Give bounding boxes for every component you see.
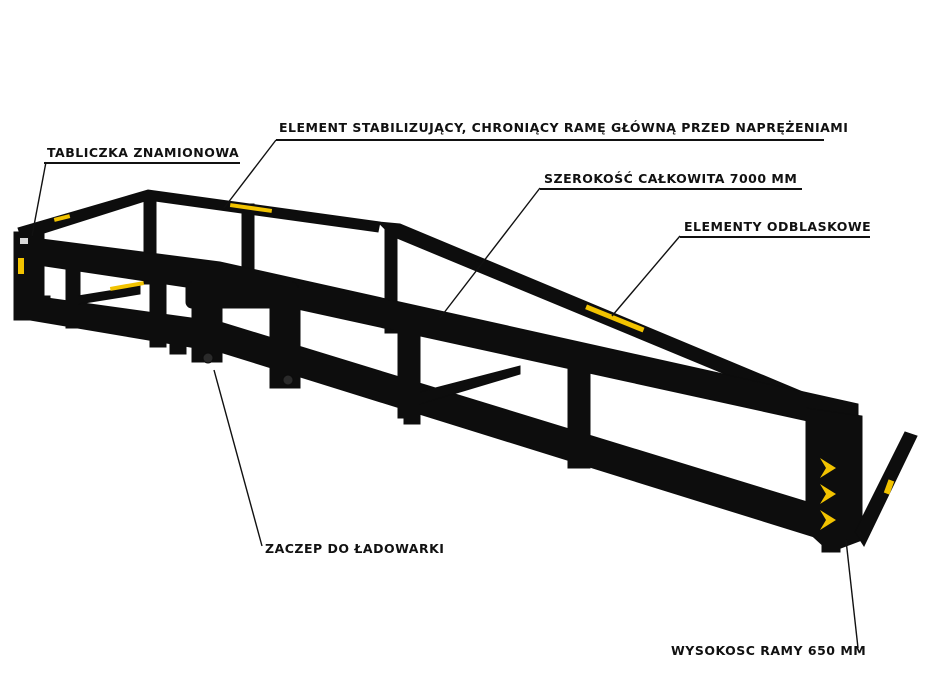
- reflector-strip: [585, 304, 645, 333]
- leader-reflective: [611, 235, 681, 317]
- annotation-total-width: SZEROKOŚĆ CAŁKOWITA 7000 MM: [544, 171, 798, 186]
- reflector-strip: [53, 214, 71, 222]
- leader-lines: [31, 139, 859, 649]
- annotation-nameplate: TABLICZKA ZNAMIONOWA: [47, 145, 240, 160]
- annotation-underline: [276, 139, 824, 141]
- reflector-strip: [18, 258, 24, 274]
- reflector-chevron: [820, 484, 836, 504]
- annotation-underline: [44, 162, 240, 164]
- reflector-strip: [229, 203, 273, 213]
- leader-nameplate: [31, 161, 47, 237]
- reflector-strip: [109, 281, 145, 291]
- leader-loader-hitch: [213, 369, 263, 547]
- reflector-chevron: [820, 510, 836, 530]
- annotation-frame-height: WYSOKOSC RAMY 650 MM: [671, 643, 867, 658]
- leader-total-width: [439, 187, 541, 319]
- leader-frame-height: [845, 539, 859, 649]
- annotation-stabilizer: ELEMENT STABILIZUJĄCY, CHRONIĄCY RAMĘ GŁ…: [279, 120, 849, 135]
- steel-frame: [13, 189, 918, 553]
- annotation-underline: [680, 236, 870, 238]
- reflector-strips: [18, 203, 895, 530]
- annotation-loader-hitch: ZACZEP DO ŁADOWARKI: [265, 541, 445, 556]
- leader-stabilizer: [223, 139, 277, 209]
- nameplate-plate: [20, 238, 28, 244]
- reflector-strip: [883, 479, 895, 495]
- annotation-reflective: ELEMENTY ODBLASKOWE: [684, 219, 872, 234]
- annotation-underline: [540, 188, 802, 190]
- reflector-chevron: [820, 458, 836, 478]
